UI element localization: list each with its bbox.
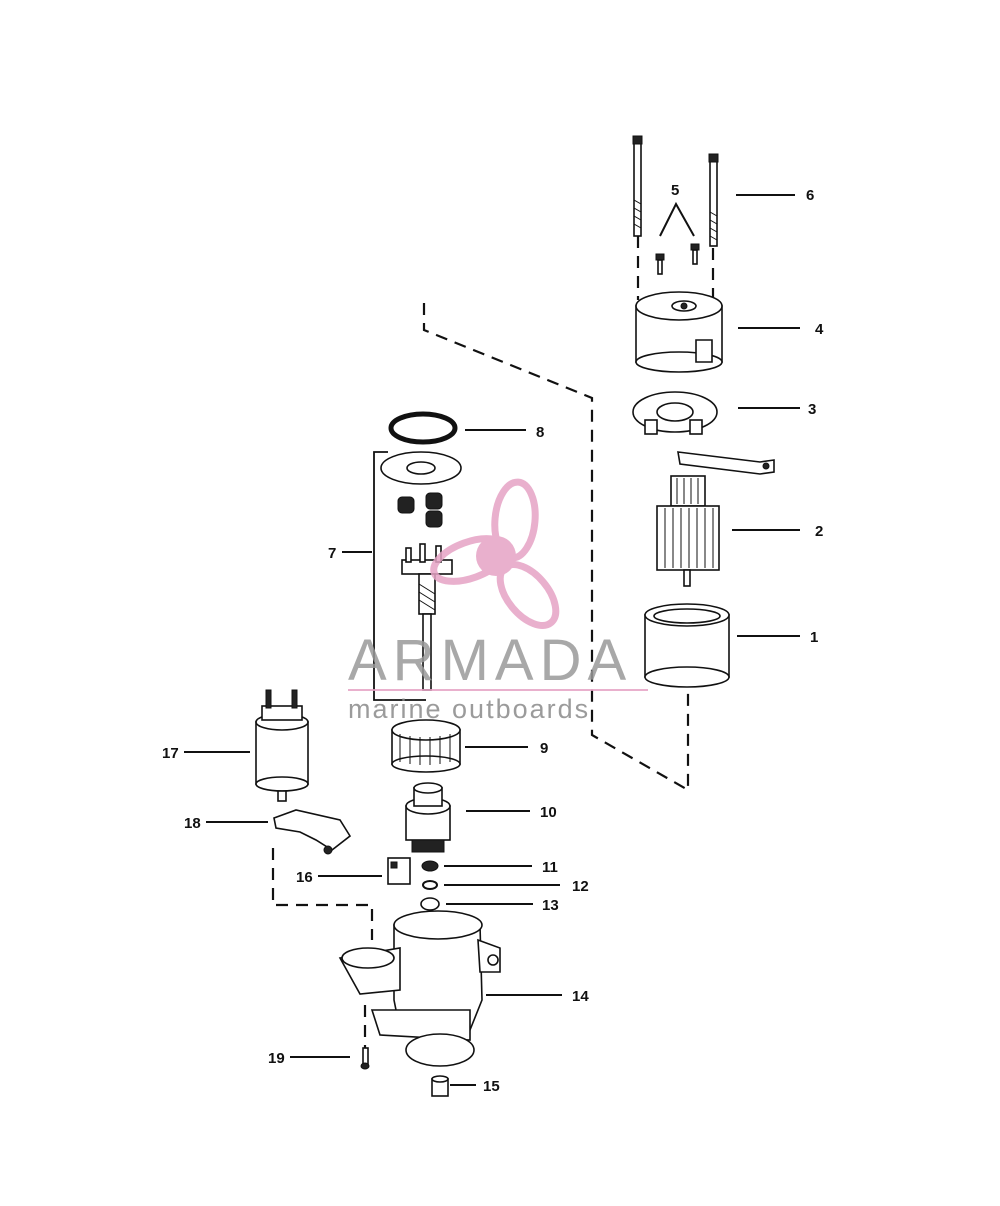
callout-leaders bbox=[184, 194, 800, 1086]
part-6-through-bolts bbox=[632, 135, 719, 247]
callout-19: 19 bbox=[268, 1050, 285, 1067]
callout-9: 9 bbox=[540, 740, 548, 757]
callout-labels: 1 2 3 4 5 6 7 8 9 10 11 12 13 14 15 16 1… bbox=[162, 182, 824, 1095]
watermark-title: ARMADA bbox=[348, 628, 632, 693]
callout-6: 6 bbox=[806, 187, 814, 204]
part-4-end-cap bbox=[635, 291, 723, 373]
part-19-bolt bbox=[360, 1047, 370, 1070]
assembly-dashed-lines bbox=[271, 236, 715, 1048]
callout-16: 16 bbox=[296, 869, 313, 886]
callout-11: 11 bbox=[542, 859, 558, 876]
part-15-bushing bbox=[431, 1075, 449, 1097]
callout-18: 18 bbox=[184, 815, 201, 832]
callout-13: 13 bbox=[542, 897, 559, 914]
callout-14: 14 bbox=[572, 988, 589, 1005]
callout-2: 2 bbox=[815, 523, 823, 540]
callout-12: 12 bbox=[572, 878, 589, 895]
part-10-drive-pinion bbox=[405, 782, 451, 853]
callout-17: 17 bbox=[162, 745, 179, 762]
part-5-screws bbox=[655, 201, 700, 275]
part-3-brush-plate bbox=[632, 391, 775, 475]
watermark-subtitle: marine outboards bbox=[348, 694, 590, 724]
part-9-ring-gear bbox=[391, 719, 461, 773]
callout-10: 10 bbox=[540, 804, 557, 821]
part-17-solenoid bbox=[255, 689, 309, 802]
part-12-ring bbox=[422, 880, 438, 890]
callout-8: 8 bbox=[536, 424, 544, 441]
part-7-drive-shaft-assembly bbox=[373, 451, 462, 701]
part-2-armature bbox=[656, 475, 720, 587]
part-16-grommet bbox=[387, 857, 411, 885]
part-8-o-ring bbox=[388, 411, 458, 445]
part-18-shift-lever bbox=[273, 809, 352, 855]
callout-4: 4 bbox=[815, 321, 824, 338]
part-14-drive-housing bbox=[338, 910, 501, 1067]
callout-7: 7 bbox=[328, 545, 336, 562]
part-13-stop bbox=[420, 897, 440, 911]
propeller-logo-icon bbox=[430, 478, 560, 629]
callout-3: 3 bbox=[808, 401, 816, 418]
callout-1: 1 bbox=[810, 629, 818, 646]
part-11-retainer bbox=[421, 860, 439, 872]
callout-15: 15 bbox=[483, 1078, 500, 1095]
part-1-field-frame bbox=[644, 603, 730, 688]
callout-5: 5 bbox=[671, 182, 679, 199]
